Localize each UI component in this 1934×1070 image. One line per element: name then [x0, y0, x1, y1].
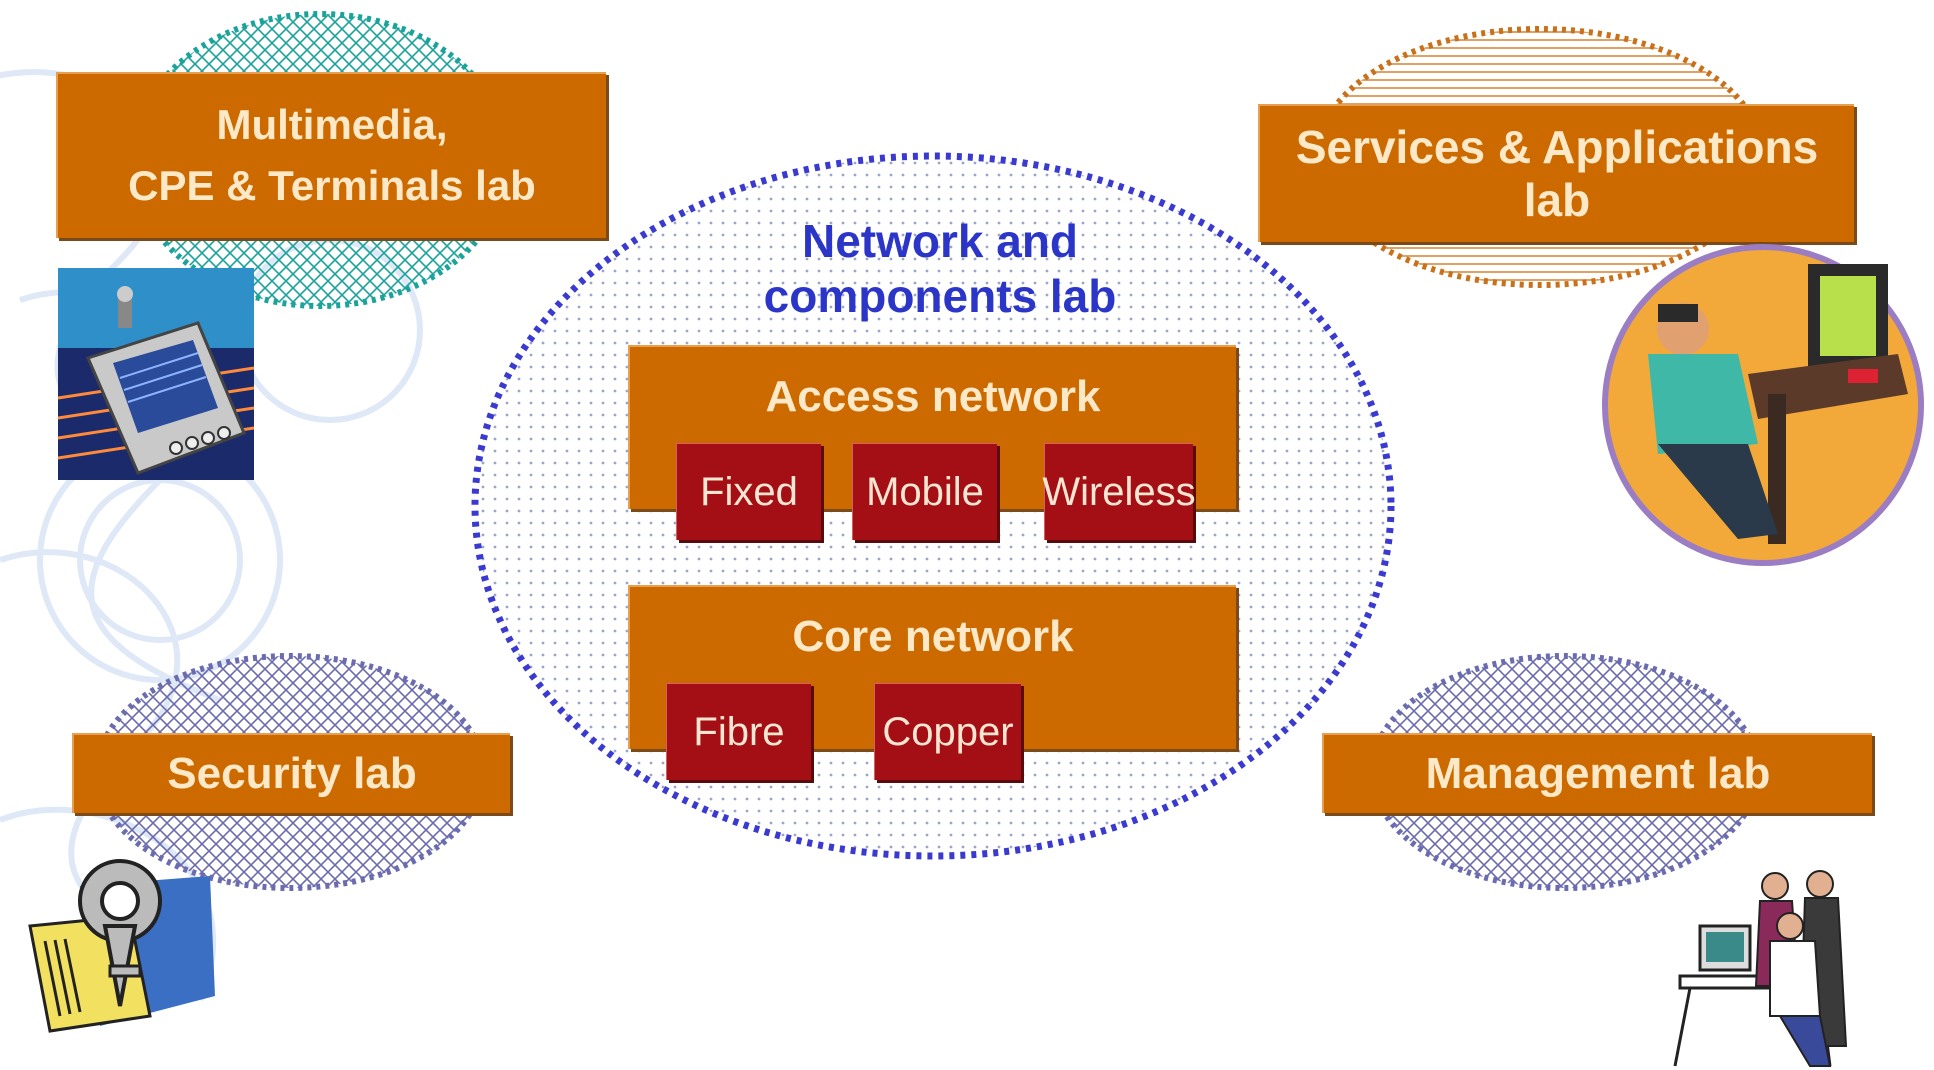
services-lab-box: Services & Applications lab: [1258, 104, 1854, 242]
multimedia-lab-box: Multimedia, CPE & Terminals lab: [56, 72, 606, 238]
access-item-fixed-label: Fixed: [700, 469, 798, 514]
multimedia-lab-line2: CPE & Terminals lab: [128, 162, 536, 209]
security-key-icon: [28, 859, 215, 1033]
access-item-mobile: Mobile: [852, 443, 997, 540]
services-lab-line1: Services & Applications: [1295, 121, 1819, 174]
core-network-label: Core network: [792, 612, 1074, 661]
network-lab-title: Network and components lab: [700, 214, 1180, 324]
core-item-copper-label: Copper: [882, 709, 1014, 754]
core-item-copper: Copper: [874, 683, 1021, 780]
security-lab-box: Security lab: [72, 733, 510, 813]
team-workstation-icon: [1673, 870, 1848, 1067]
management-lab-box: Management lab: [1322, 733, 1872, 813]
management-lab-label: Management lab: [1425, 749, 1771, 799]
access-item-wireless-label: Wireless: [1042, 469, 1196, 514]
person-at-computer-icon: [1602, 244, 1924, 566]
network-lab-title-line2: components lab: [763, 270, 1117, 323]
multimedia-lab-line1: Multimedia,: [216, 101, 448, 149]
core-item-fibre: Fibre: [666, 683, 811, 780]
security-lab-label: Security lab: [167, 749, 417, 799]
access-item-wireless: Wireless: [1042, 443, 1196, 540]
access-item-fixed: Fixed: [676, 443, 821, 540]
network-lab-title-line1: Network and: [801, 215, 1079, 267]
access-item-mobile-label: Mobile: [866, 469, 984, 514]
services-lab-line2: lab: [1523, 174, 1591, 226]
core-item-fibre-label: Fibre: [693, 709, 785, 754]
handheld-device-icon: [58, 268, 254, 480]
access-network-label: Access network: [765, 372, 1101, 421]
